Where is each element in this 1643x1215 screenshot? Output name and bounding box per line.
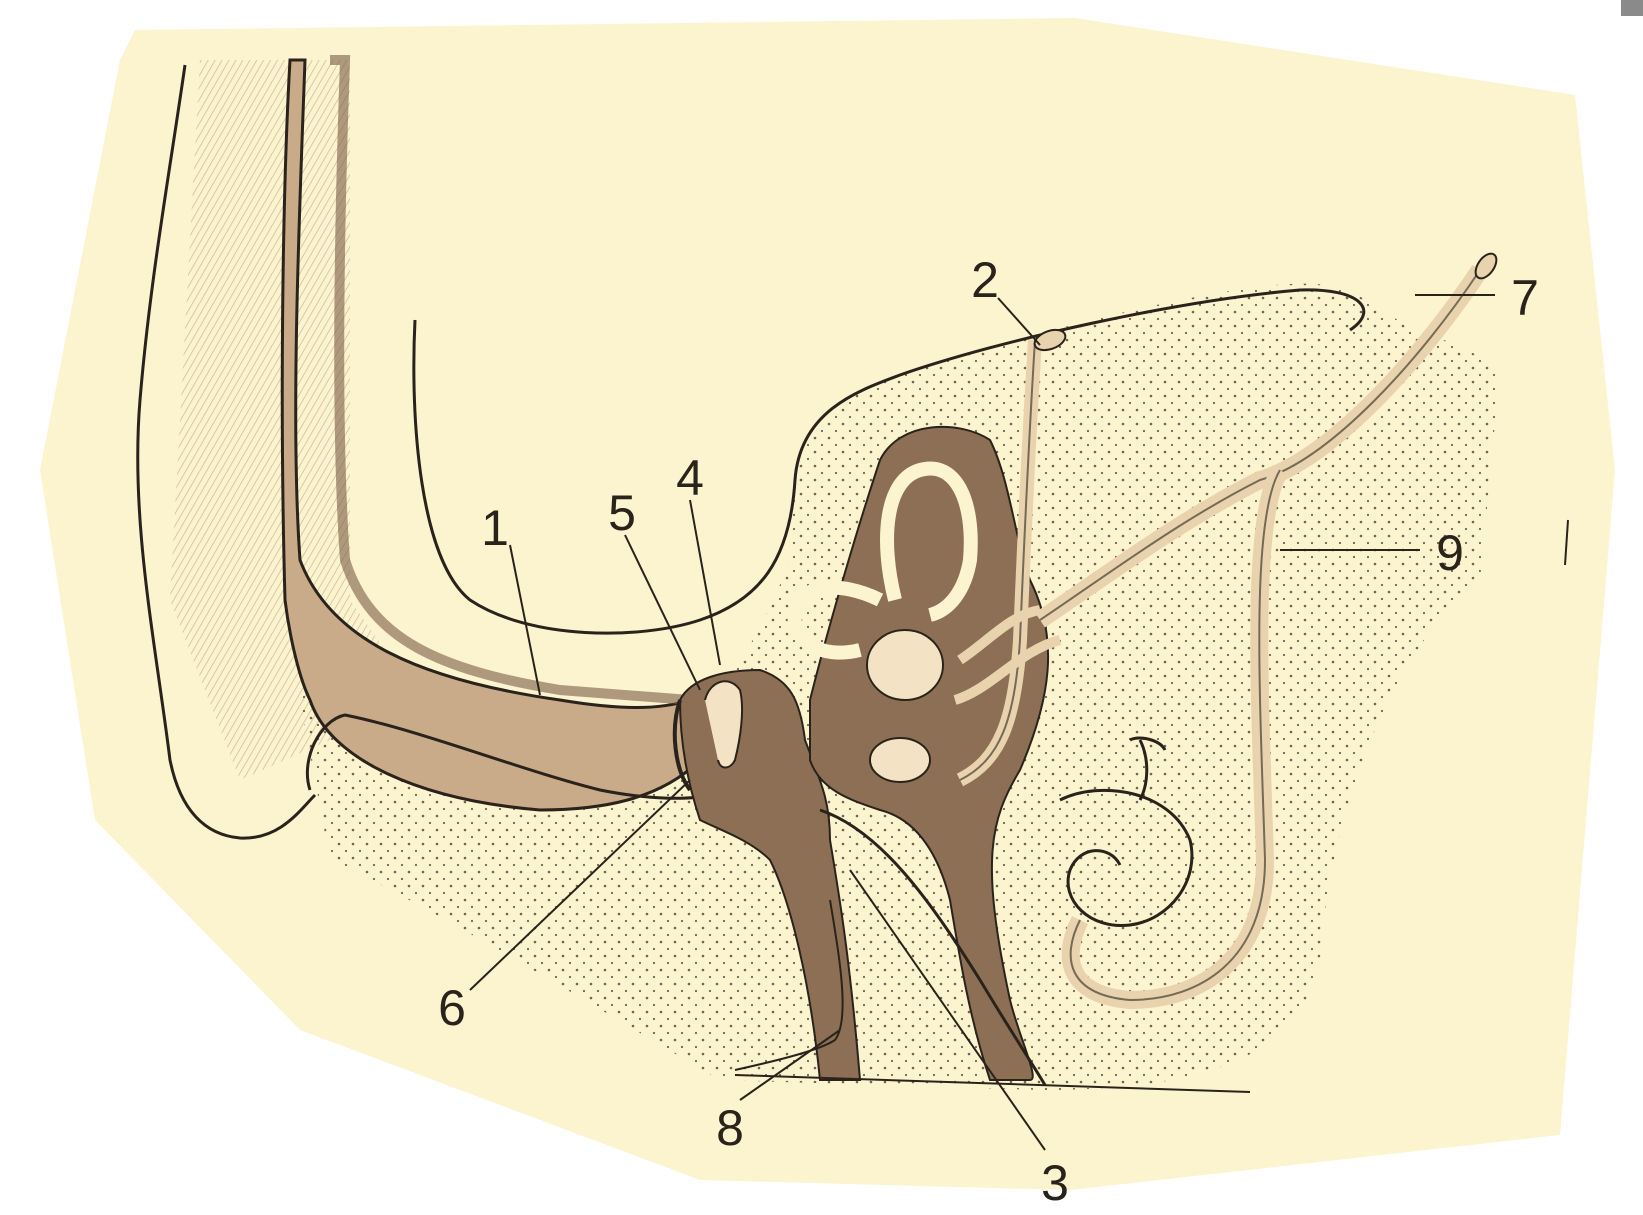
label-4: 4 xyxy=(676,450,704,506)
label-2: 2 xyxy=(971,252,999,308)
label-1: 1 xyxy=(481,500,509,556)
label-3: 3 xyxy=(1041,1155,1069,1210)
vestibule xyxy=(867,630,943,700)
label-9: 9 xyxy=(1436,525,1464,581)
label-5: 5 xyxy=(608,485,636,541)
label-6: 6 xyxy=(438,980,466,1036)
corner-tab xyxy=(1621,0,1643,16)
label-8: 8 xyxy=(716,1100,744,1156)
oval-window-region xyxy=(870,738,930,782)
label-7: 7 xyxy=(1511,270,1539,326)
